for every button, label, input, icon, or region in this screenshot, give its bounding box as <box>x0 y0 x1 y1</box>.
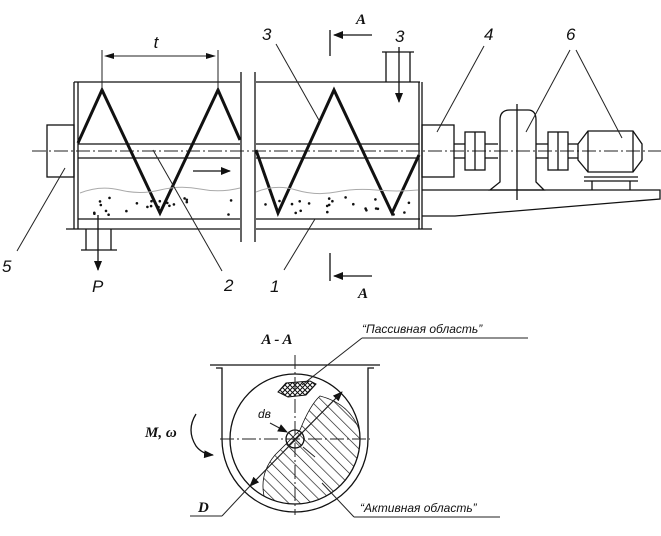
cross-section-a-a: A - A dв D M, ω <box>144 322 528 518</box>
material-particle <box>168 204 171 208</box>
material-particle <box>107 213 110 216</box>
section-a-label-top: A <box>355 12 366 28</box>
outlet-pipe: P <box>81 215 117 296</box>
inlet-label: 3 <box>395 27 405 46</box>
shaft-circle <box>285 429 305 449</box>
shaft-diameter-label: dв <box>258 407 271 421</box>
material-particle <box>125 209 128 213</box>
material-particle <box>374 207 378 210</box>
material-particle <box>157 205 160 209</box>
outlet-label: P <box>92 277 104 296</box>
material-particle <box>93 212 96 215</box>
trough-body <box>66 72 432 242</box>
material-particle <box>185 198 189 202</box>
gearbox <box>488 109 546 191</box>
longitudinal-view: t P 3 A A <box>2 12 661 302</box>
material-particle <box>325 204 329 208</box>
material-particle <box>392 213 395 216</box>
drum-diameter-label: D <box>197 500 209 516</box>
material-particle <box>166 201 169 205</box>
material-particle <box>264 203 267 206</box>
callout-5: 5 <box>2 257 12 276</box>
material-particle <box>374 198 377 201</box>
screw-flight <box>76 86 421 218</box>
material-particle <box>307 202 311 205</box>
material-particle <box>365 209 368 212</box>
material-particle <box>327 203 331 207</box>
pitch-label: t <box>154 33 160 52</box>
active-zone-label: “Активная область” <box>360 501 478 515</box>
callout-6: 6 <box>566 25 576 44</box>
material-particle <box>146 205 149 209</box>
callouts: 5 2 1 3 4 6 <box>2 25 623 296</box>
passive-zone-crosshatched <box>277 380 317 398</box>
material-particle <box>352 202 355 206</box>
bulk-material <box>79 186 419 216</box>
material-particle <box>150 199 153 203</box>
electric-motor <box>577 130 643 173</box>
material-particle <box>229 199 233 202</box>
material-particle <box>327 197 331 200</box>
material-particle <box>227 213 230 216</box>
material-particle <box>407 201 411 205</box>
material-particle <box>98 200 102 203</box>
material-particle <box>185 200 189 204</box>
material-particle <box>294 211 298 215</box>
material-particle <box>344 196 347 199</box>
material-particle <box>331 199 334 203</box>
torque-label: M, ω <box>144 425 177 441</box>
material-particle <box>298 200 302 203</box>
bearing-5 <box>46 124 75 178</box>
rotation-arrow <box>190 413 214 459</box>
callout-4: 4 <box>484 25 493 44</box>
section-mark-top: A <box>329 12 372 56</box>
passive-zone-label: “Пассивная область” <box>362 322 483 336</box>
material-particle <box>326 210 329 214</box>
drive-unit <box>454 104 643 200</box>
material-particle <box>278 199 281 203</box>
section-title: A - A <box>260 332 292 348</box>
callout-2: 2 <box>223 276 234 295</box>
material-particle <box>104 209 108 213</box>
material-particle <box>290 202 294 206</box>
material-particle <box>135 202 139 205</box>
screw-shaft <box>78 143 419 159</box>
section-a-label-bottom: A <box>357 286 368 302</box>
material-particle <box>99 203 103 207</box>
section-mark-bottom: A <box>329 253 372 302</box>
material-particle <box>403 211 406 214</box>
callout-1: 1 <box>270 277 279 296</box>
material-particle <box>172 203 176 206</box>
pitch-dimension: t <box>101 33 219 90</box>
material-particle <box>183 197 186 200</box>
base-frame <box>422 189 661 217</box>
material-particle <box>149 204 153 208</box>
material-particle <box>108 196 111 200</box>
inlet-pipe: 3 <box>382 27 414 103</box>
bearing-4 <box>421 124 455 178</box>
material-particle <box>299 209 303 213</box>
callout-3: 3 <box>262 25 272 44</box>
material-particle <box>158 199 162 203</box>
